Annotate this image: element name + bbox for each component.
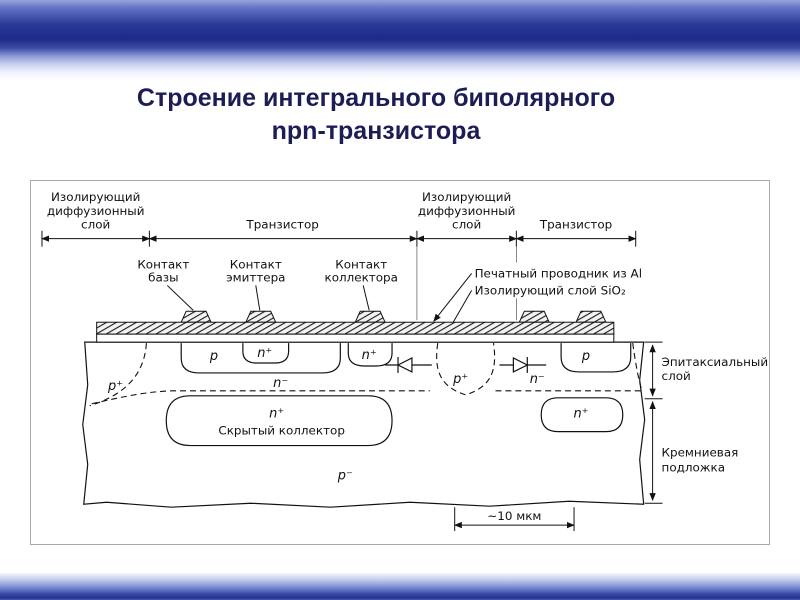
title-line-2: npn-транзистора (271, 116, 481, 145)
al-bump-right-2 (575, 310, 607, 323)
label-al-conductor: Печатный проводник из Al (475, 266, 642, 280)
region-buried-collector-name: Скрытый коллектор (218, 424, 344, 438)
top-gradient-bar (0, 0, 800, 80)
slide-title: Строение интегрального биполярного npn-т… (0, 82, 752, 147)
n-plus-contact-boundary (347, 343, 393, 367)
region-p-base-right: p (581, 349, 590, 364)
metallization-layer (96, 310, 615, 343)
silicon-body-outline (82, 341, 646, 508)
top-dimension-lines (41, 230, 637, 321)
label-base-contact-line2: базы (148, 270, 178, 284)
sio2-strip (96, 333, 615, 343)
label-iso-left-line3: слой (81, 218, 110, 232)
p-plus-mid-boundary (436, 343, 496, 396)
doping-regions (89, 343, 643, 447)
diagram-panel: Изолирующий диффузионный слой Транзистор… (30, 180, 770, 545)
region-n-minus-left: n⁻ (273, 376, 288, 391)
region-p-minus-substrate: p⁻ (337, 468, 353, 483)
buried-collector-boundary (165, 395, 393, 447)
al-bump-base (180, 310, 212, 323)
scale-dimension-lines (453, 507, 575, 532)
label-iso-mid-line2: диффузионный (418, 204, 516, 218)
label-collector-contact-line2: коллектора (325, 270, 398, 284)
region-n-minus-right: n⁻ (530, 372, 545, 387)
region-p-plus-mid: p⁺ (452, 372, 468, 387)
label-substrate-line2: подложка (662, 460, 726, 474)
label-substrate-line1: Кремниевая (662, 445, 739, 459)
label-collector-contact-line1: Контакт (335, 258, 387, 272)
contact-leader-lines (166, 273, 473, 336)
label-base-contact-line1: Контакт (137, 258, 189, 272)
n-plus-emitter-boundary (242, 343, 290, 364)
diode-right-triangle (512, 357, 529, 373)
region-n-plus-right: n⁺ (574, 407, 589, 422)
label-epitaxial-line1: Эпитаксиальный (662, 355, 769, 369)
label-transistor-right: Транзистор (539, 218, 612, 232)
n-plus-right-boundary (540, 397, 624, 433)
al-strip (96, 321, 615, 335)
label-iso-mid-line1: Изолирующий (422, 190, 511, 204)
label-transistor-left: Транзистор (245, 218, 318, 232)
p-plus-right-edge-boundary (632, 343, 643, 391)
p-plus-left-boundary (89, 343, 147, 407)
al-bump-right-1 (518, 310, 550, 323)
p-base-left-boundary (180, 343, 341, 374)
label-iso-left-line1: Изолирующий (51, 190, 140, 204)
label-epitaxial-line2: слой (662, 369, 691, 383)
transistor-structure-diagram: Изолирующий диффузионный слой Транзистор… (41, 190, 769, 532)
region-p-base-left: p (209, 349, 218, 364)
region-p-plus-left: p⁺ (107, 379, 123, 394)
label-iso-mid-line3: слой (452, 218, 481, 232)
isolation-diodes (385, 357, 547, 373)
bottom-gradient-bar (0, 573, 800, 600)
label-iso-left-line2: диффузионный (47, 204, 145, 218)
label-sio2-layer: Изолирующий слой SiO₂ (475, 283, 626, 297)
region-n-plus-emitter: n⁺ (257, 346, 272, 361)
label-emitter-contact-line2: эмиттера (226, 270, 285, 284)
al-bump-collector (354, 310, 386, 323)
label-emitter-contact-line1: Контакт (230, 258, 282, 272)
al-bump-emitter (245, 310, 277, 323)
region-n-plus-contact: n⁺ (362, 348, 377, 363)
p-base-right-boundary (560, 343, 632, 373)
title-line-1: Строение интегрального биполярного (136, 84, 616, 112)
label-scale: ~10 мкм (487, 509, 541, 523)
side-dimension-lines (644, 341, 663, 504)
diode-left-triangle (396, 357, 413, 373)
epi-boundary-left (91, 390, 430, 405)
region-buried-collector-sign: n⁺ (269, 407, 284, 422)
